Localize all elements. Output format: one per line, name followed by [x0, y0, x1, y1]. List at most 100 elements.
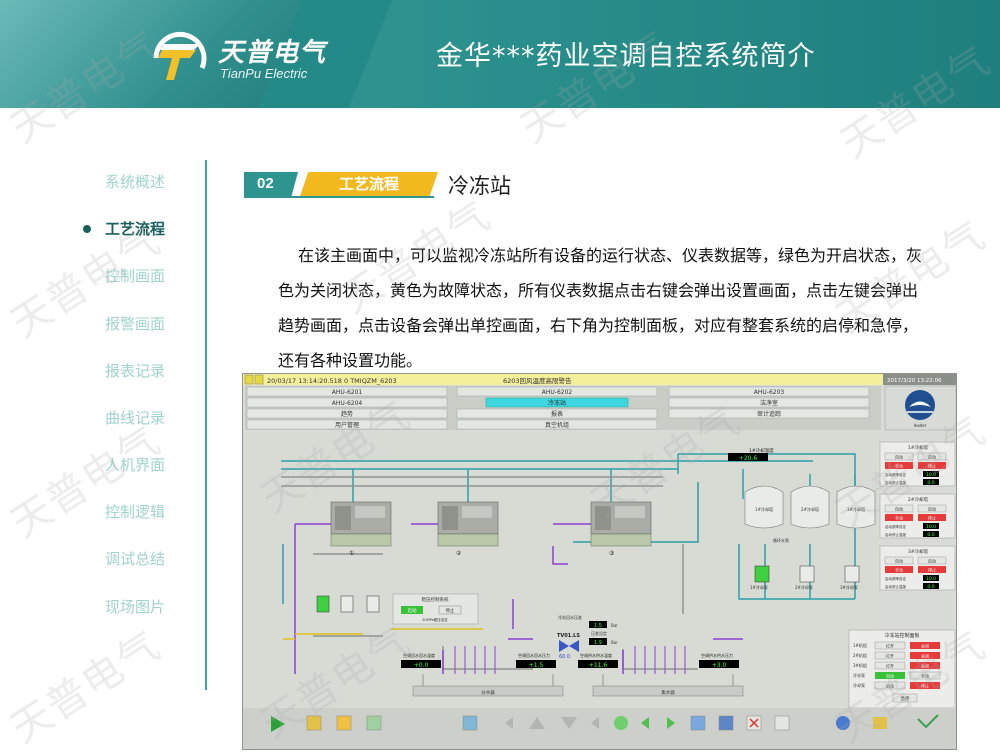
gauge-return-pressure[interactable]: 空调回水回水压力 +1.5	[516, 652, 556, 669]
tower-auto-button[interactable]	[884, 556, 914, 565]
nav-item-trend[interactable]: 曲线记录	[80, 403, 195, 429]
tower-setting-display[interactable]	[923, 479, 939, 485]
folder-icon[interactable]	[306, 715, 322, 731]
menu-ahu-6204[interactable]	[246, 397, 448, 408]
tower-manual-button[interactable]	[885, 566, 913, 573]
control-close-button[interactable]	[910, 642, 940, 649]
cooling-pump-3[interactable]: 3#冷却泵	[840, 565, 860, 590]
bypass-display[interactable]	[589, 621, 607, 628]
nav-item-control-logic[interactable]: 控制逻辑	[80, 497, 195, 523]
nav-item-report[interactable]: 报表记录	[80, 356, 195, 382]
nav-item-site-photos[interactable]: 现场图片	[80, 592, 195, 618]
control-row-label: 1#机组	[853, 642, 867, 648]
up-icon[interactable]	[529, 717, 545, 729]
save-icon[interactable]	[366, 715, 382, 731]
tower-start-button[interactable]	[917, 452, 947, 461]
tower-setting-display[interactable]	[923, 583, 939, 589]
logo-mark-icon	[153, 31, 207, 80]
tower-manual-button[interactable]	[885, 462, 913, 469]
sound-icon[interactable]	[873, 717, 887, 729]
control-close-button[interactable]	[910, 662, 940, 669]
refresh-icon[interactable]	[614, 716, 628, 730]
cooling-pump-2[interactable]: 2#冷却泵	[795, 565, 815, 590]
bypass-valve-icon[interactable]	[559, 640, 579, 652]
nav-item-alarm-screen[interactable]: 报警画面	[80, 309, 195, 335]
tower-auto-button[interactable]	[884, 452, 914, 461]
disk-icon[interactable]	[718, 715, 734, 731]
tower-setting-display[interactable]	[923, 531, 939, 537]
menu-ahu-6202[interactable]	[456, 386, 658, 397]
menu-vacuum-unit[interactable]	[456, 419, 658, 430]
tower-setting-display[interactable]	[923, 471, 939, 477]
tower-stop-button[interactable]	[918, 566, 946, 573]
tower-setting-display[interactable]	[923, 575, 939, 581]
chiller-1[interactable]: ①	[330, 501, 392, 557]
tree-icon[interactable]	[462, 715, 478, 731]
menu-trend[interactable]	[246, 408, 448, 419]
control-stop-button[interactable]	[910, 682, 940, 689]
open-icon[interactable]	[336, 715, 352, 731]
gauge-supply-temp[interactable]: 空调供水供水温度 +11.6	[578, 652, 618, 669]
menu-chiller-station[interactable]	[485, 397, 629, 408]
menu-ahu-6201[interactable]	[246, 386, 448, 397]
control-open-button[interactable]	[874, 641, 906, 650]
alarm-list-icon[interactable]	[254, 374, 264, 385]
tower-start-button[interactable]	[917, 504, 947, 513]
control-open-button[interactable]	[874, 651, 906, 660]
nav-item-process[interactable]: 工艺流程	[80, 214, 195, 240]
tower-start-button[interactable]	[917, 556, 947, 565]
tower-setting-display[interactable]	[923, 523, 939, 529]
nav-item-control-screen[interactable]: 控制画面	[80, 261, 195, 287]
confirm-icon[interactable]	[917, 714, 939, 729]
forward-icon[interactable]	[667, 717, 675, 729]
button-label: 自动	[895, 454, 903, 460]
header-label: 集水器	[661, 689, 675, 696]
first-icon[interactable]	[505, 717, 513, 729]
nav-item-commissioning[interactable]: 调试总结	[80, 544, 195, 570]
nav-item-overview[interactable]: 系统概述	[80, 167, 195, 193]
menu-user-management[interactable]	[246, 419, 448, 430]
button-label: 停止	[928, 515, 936, 521]
control-start-button[interactable]	[874, 681, 906, 690]
gauge-return-temp[interactable]: 空调回水回水温度 +0.0	[401, 652, 441, 669]
chilled-pump-1[interactable]	[316, 595, 330, 613]
tower-auto-button[interactable]	[884, 504, 914, 513]
play-icon[interactable]	[271, 716, 285, 732]
alarm-ack-icon[interactable]	[244, 374, 254, 385]
button-label: 停止	[921, 683, 929, 689]
tower-setting-value: 10.0	[926, 472, 936, 478]
control-open-button[interactable]	[874, 661, 906, 670]
gauge-supply-pressure[interactable]: 空调供水供水压力 +3.0	[699, 652, 739, 669]
control-auto-button[interactable]	[875, 672, 905, 679]
pressure-start-button[interactable]	[401, 606, 423, 614]
prev-icon[interactable]	[591, 717, 599, 729]
chiller-2[interactable]: ②	[437, 501, 499, 557]
chilled-pump-2[interactable]	[340, 595, 354, 613]
down-icon[interactable]	[561, 717, 577, 729]
help-icon[interactable]	[836, 716, 850, 730]
tower-stop-button[interactable]	[918, 514, 946, 521]
menu-audit-trail[interactable]	[668, 408, 870, 419]
menu-cleanroom[interactable]	[668, 397, 870, 408]
menu-ahu-6203[interactable]	[668, 386, 870, 397]
chiller-3[interactable]: ③	[590, 501, 652, 557]
control-close-button[interactable]	[910, 652, 940, 659]
print-icon[interactable]	[690, 715, 706, 731]
control-manual-button[interactable]	[909, 671, 941, 680]
back-icon[interactable]	[641, 717, 649, 729]
chilled-pump-3[interactable]	[366, 595, 380, 613]
nav-item-hmi[interactable]: 人机界面	[80, 450, 195, 476]
tower-manual-button[interactable]	[885, 514, 913, 521]
cooling-pump-1[interactable]: 1#冷却泵	[750, 565, 770, 590]
tower-stop-button[interactable]	[918, 462, 946, 469]
chiller-label: ②	[456, 550, 462, 557]
cooling-tower-3[interactable]: 3#冷却塔	[836, 485, 876, 529]
pressure-stop-button[interactable]	[438, 605, 462, 615]
menu-report[interactable]	[456, 408, 658, 419]
edit-icon[interactable]	[774, 715, 790, 731]
tower-temp-display[interactable]	[728, 453, 768, 461]
setpoint-display[interactable]	[589, 638, 607, 645]
cooling-tower-1[interactable]: 1#冷却塔	[744, 485, 784, 529]
emergency-stop-button[interactable]	[892, 693, 918, 703]
cooling-tower-2[interactable]: 2#冷却塔	[790, 485, 830, 529]
